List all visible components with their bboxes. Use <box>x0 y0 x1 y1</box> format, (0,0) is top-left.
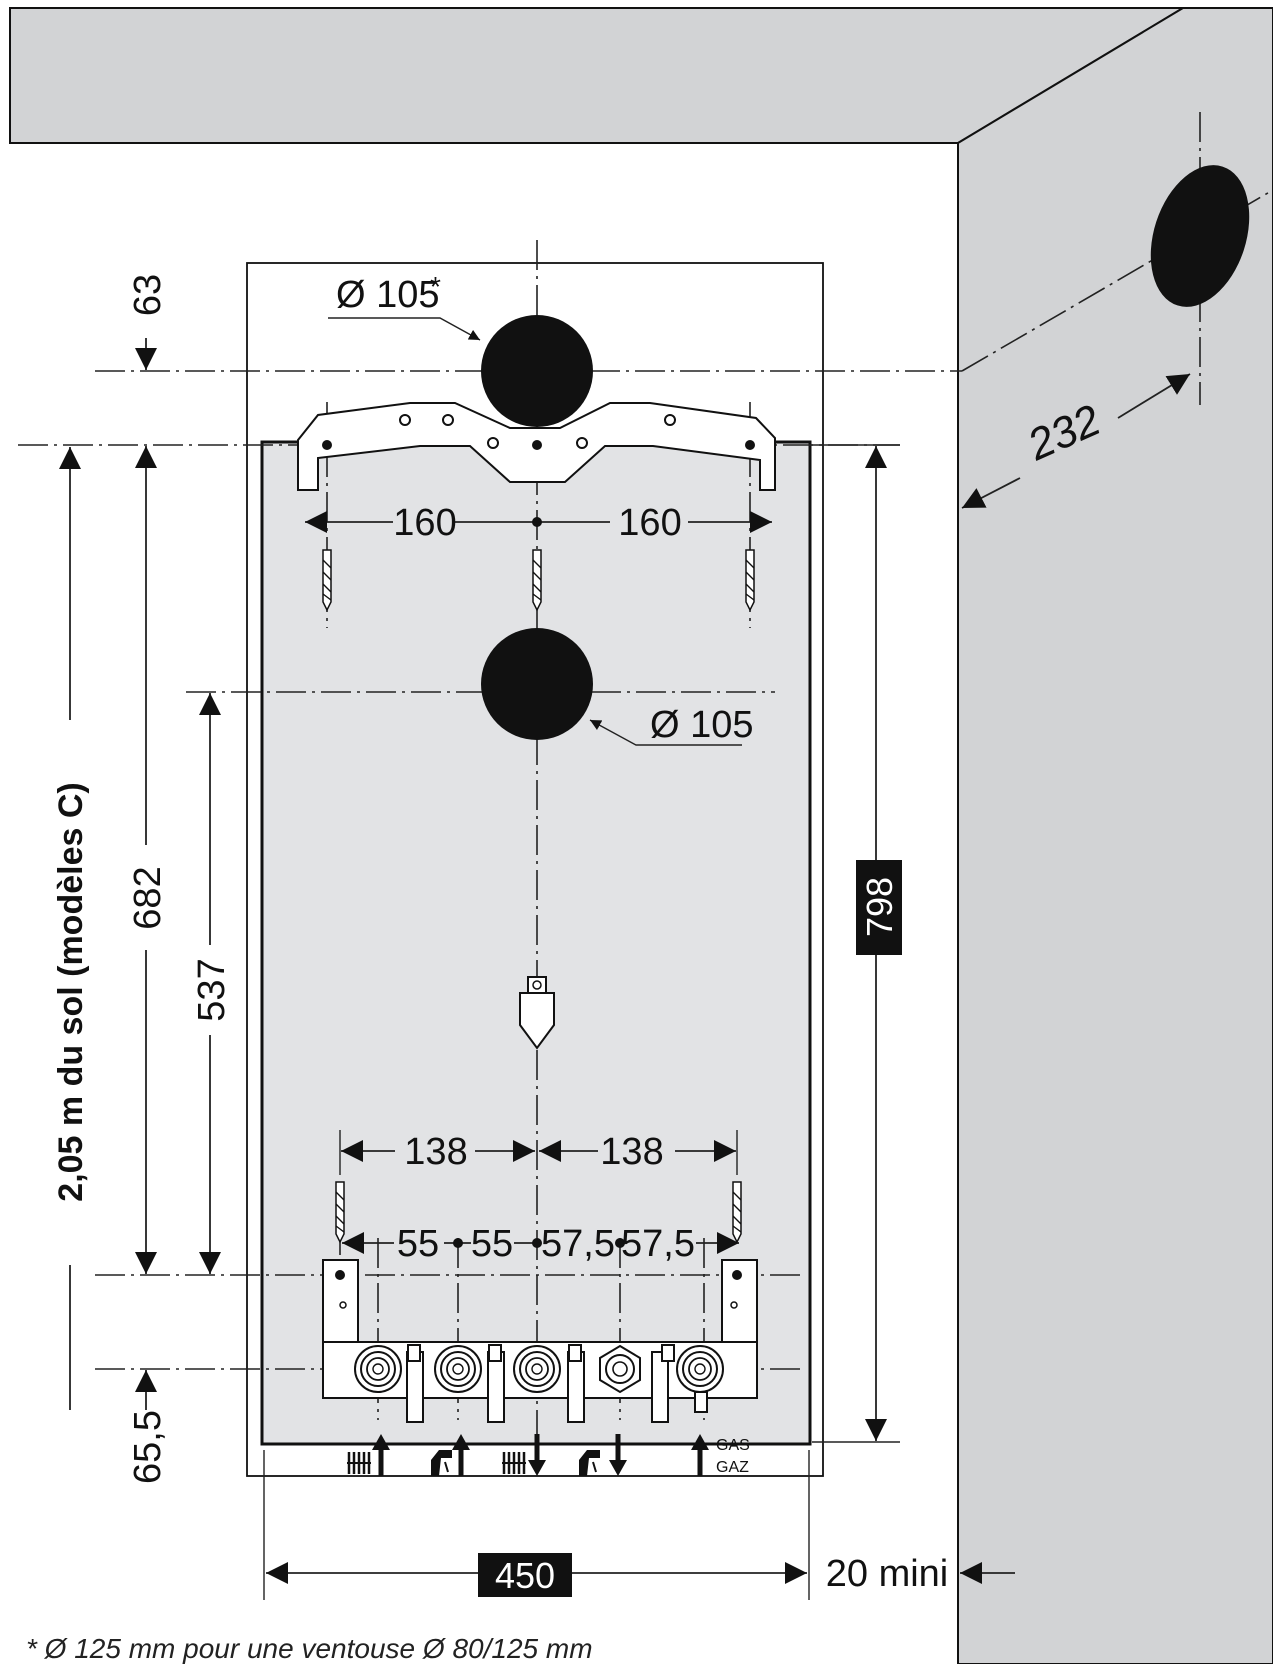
pipe-dimension-dots <box>453 1238 625 1248</box>
drill-bit-icon-lower-right <box>732 1181 742 1243</box>
heating-flow-fitting <box>354 1345 402 1393</box>
dim-57-5-b: 57,5 <box>621 1223 695 1265</box>
dim-55-b: 55 <box>471 1223 513 1265</box>
dim-138-left: 138 <box>404 1131 467 1173</box>
gas-label: GAS <box>716 1437 750 1454</box>
bracket-holes <box>399 414 676 449</box>
footnote: * Ø 125 mm pour une ventouse Ø 80/125 mm <box>26 1633 593 1664</box>
lower-bracket-right <box>721 1259 758 1343</box>
top-flue-hole <box>481 315 593 427</box>
floor-height-note: 2,05 m du sol (modèles C) <box>52 782 90 1201</box>
drill-bit-icon-center <box>532 549 542 611</box>
center-dot-160 <box>532 517 542 527</box>
bracket-screw-left <box>339 1301 347 1309</box>
dim-450-box <box>478 1553 572 1597</box>
dim-138-right: 138 <box>600 1131 663 1173</box>
bracket-screw-right <box>730 1301 738 1309</box>
dim-line-232-b <box>1117 373 1191 419</box>
cold-water-inlet-icon <box>579 1434 627 1476</box>
dim-450: 450 <box>495 1555 555 1596</box>
drill-bit-icon-lower-left <box>335 1181 345 1243</box>
dim-160-left: 160 <box>393 502 456 544</box>
bracket-point-left <box>335 1270 345 1280</box>
side-wall <box>957 7 1273 1664</box>
dim-line-232-a <box>961 477 1021 509</box>
dim-160-right: 160 <box>618 502 681 544</box>
drill-bit-icon-right <box>745 549 755 611</box>
middle-hole-diameter-label: Ø 105 <box>650 704 754 746</box>
heating-return-icon <box>502 1434 546 1476</box>
gas-fitting <box>676 1345 724 1393</box>
plumb-bob-icon <box>519 976 555 1050</box>
drill-bit-icon-left <box>322 549 332 611</box>
heating-flow-icon <box>347 1434 390 1476</box>
dim-63: 63 <box>127 274 169 316</box>
dim-55-a: 55 <box>397 1223 439 1265</box>
top-hole-diameter-label: Ø 105 <box>336 274 440 316</box>
gaz-label: GAZ <box>716 1459 749 1476</box>
gas-valve-stem <box>694 1391 708 1413</box>
dim-537: 537 <box>191 958 233 1021</box>
heating-return-fitting <box>513 1345 561 1393</box>
cold-water-fitting <box>599 1344 641 1394</box>
dim-57-5-a: 57,5 <box>541 1223 615 1265</box>
hot-water-outlet-icon <box>431 1434 470 1476</box>
hot-water-fitting <box>434 1345 482 1393</box>
gas-inlet-icon <box>691 1434 709 1476</box>
bracket-fixing-points <box>322 440 755 450</box>
dim-682: 682 <box>127 866 169 929</box>
middle-hole-leader <box>589 719 742 746</box>
dim-798-box <box>856 860 902 955</box>
valve-levers <box>406 1344 675 1423</box>
bracket-point-right <box>732 1270 742 1280</box>
top-hole-leader <box>328 317 481 341</box>
middle-flue-hole <box>481 628 593 740</box>
dim-20-mini: 20 mini <box>826 1553 949 1595</box>
side-wall-flue-hole <box>1150 165 1250 307</box>
dim-65-5: 65,5 <box>127 1410 169 1484</box>
dim-798: 798 <box>859 877 900 937</box>
top-hole-asterisk: * <box>430 271 441 302</box>
